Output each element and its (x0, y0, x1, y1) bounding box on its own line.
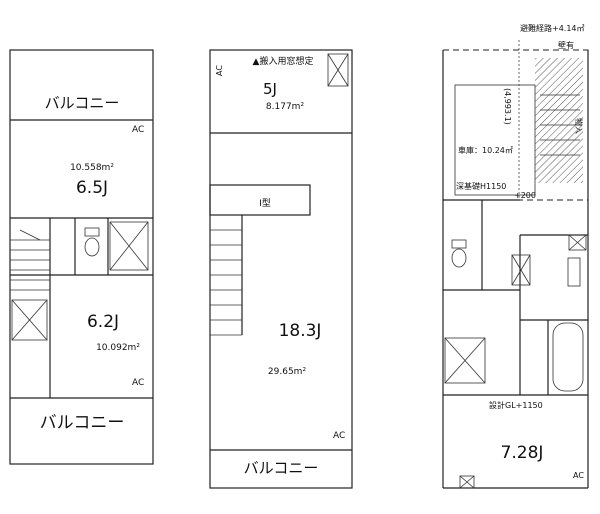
balcony-bottom-label: バルコニー (40, 413, 125, 433)
ac-label: AC (132, 378, 144, 388)
floor-3-plan: 避難経路+4.14㎡ 壁有 (4,993.1) 車庫：10.24㎡ 物入 深基礎… (442, 23, 589, 489)
design-gl-label: 設計GL+1150 (489, 400, 543, 410)
evacuation-route-label: 避難経路+4.14㎡ (520, 23, 585, 33)
balcony-top-label: バルコニー (45, 94, 120, 112)
closet-x (444, 337, 486, 384)
room-size-label: 7.28J (501, 443, 544, 463)
toilet-icon (84, 227, 100, 257)
floor-1-outline (9, 49, 154, 465)
kitchen-counter (209, 184, 311, 216)
stair-floor-3 (540, 94, 580, 156)
storage-box-x (109, 221, 149, 271)
kitchen-type-label: I型 (259, 198, 271, 209)
stair-floor-1 (10, 229, 50, 291)
storage-box-x (568, 234, 587, 251)
window-note: ▲搬入用窓想定 (253, 55, 314, 67)
storage-label: 物入 (574, 118, 584, 134)
closet-x (11, 299, 48, 341)
room-size-label: 5J (263, 80, 277, 98)
area-label: 8.177m² (266, 102, 305, 112)
toilet-icon (451, 239, 467, 268)
evacuation-route-hatch (535, 58, 583, 183)
bathtub (552, 322, 584, 392)
garage-outline (442, 49, 589, 201)
storage-box-x (511, 254, 531, 286)
wash-basin (567, 257, 581, 287)
stair-floor-2 (210, 215, 243, 336)
balcony-label: バルコニー (244, 459, 319, 477)
ac-label: AC (573, 471, 584, 480)
window-box-x (327, 53, 349, 87)
floor-1-plan: バルコニー AC 10.558m² 6.5J 6.2J 10.092m² AC … (9, 49, 154, 465)
area-label: 10.092m² (96, 343, 140, 353)
room-size-label: 6.2J (87, 312, 119, 332)
wall-note: 壁有 (558, 40, 574, 50)
storage-box-x (459, 475, 475, 489)
deep-foundation-label: 深基礎H1150 (456, 181, 506, 191)
area-label: 29.65m² (268, 367, 307, 377)
garage-label: 車庫：10.24㎡ (458, 145, 513, 155)
ac-label: AC (132, 125, 144, 135)
dimension-note: (4,993.1) (503, 88, 512, 125)
room-size-label: 18.3J (279, 321, 322, 341)
ac-label: AC (333, 431, 345, 441)
ac-label: AC (215, 65, 224, 76)
floor-2-plan: AC ▲搬入用窓想定 5J 8.177m² I型 18.3J 29.65m² A… (209, 49, 353, 489)
floor-2-outline (209, 49, 353, 489)
level-note: +200 (514, 191, 536, 200)
room-size-label: 6.5J (76, 178, 108, 198)
area-label: 10.558m² (70, 163, 114, 173)
